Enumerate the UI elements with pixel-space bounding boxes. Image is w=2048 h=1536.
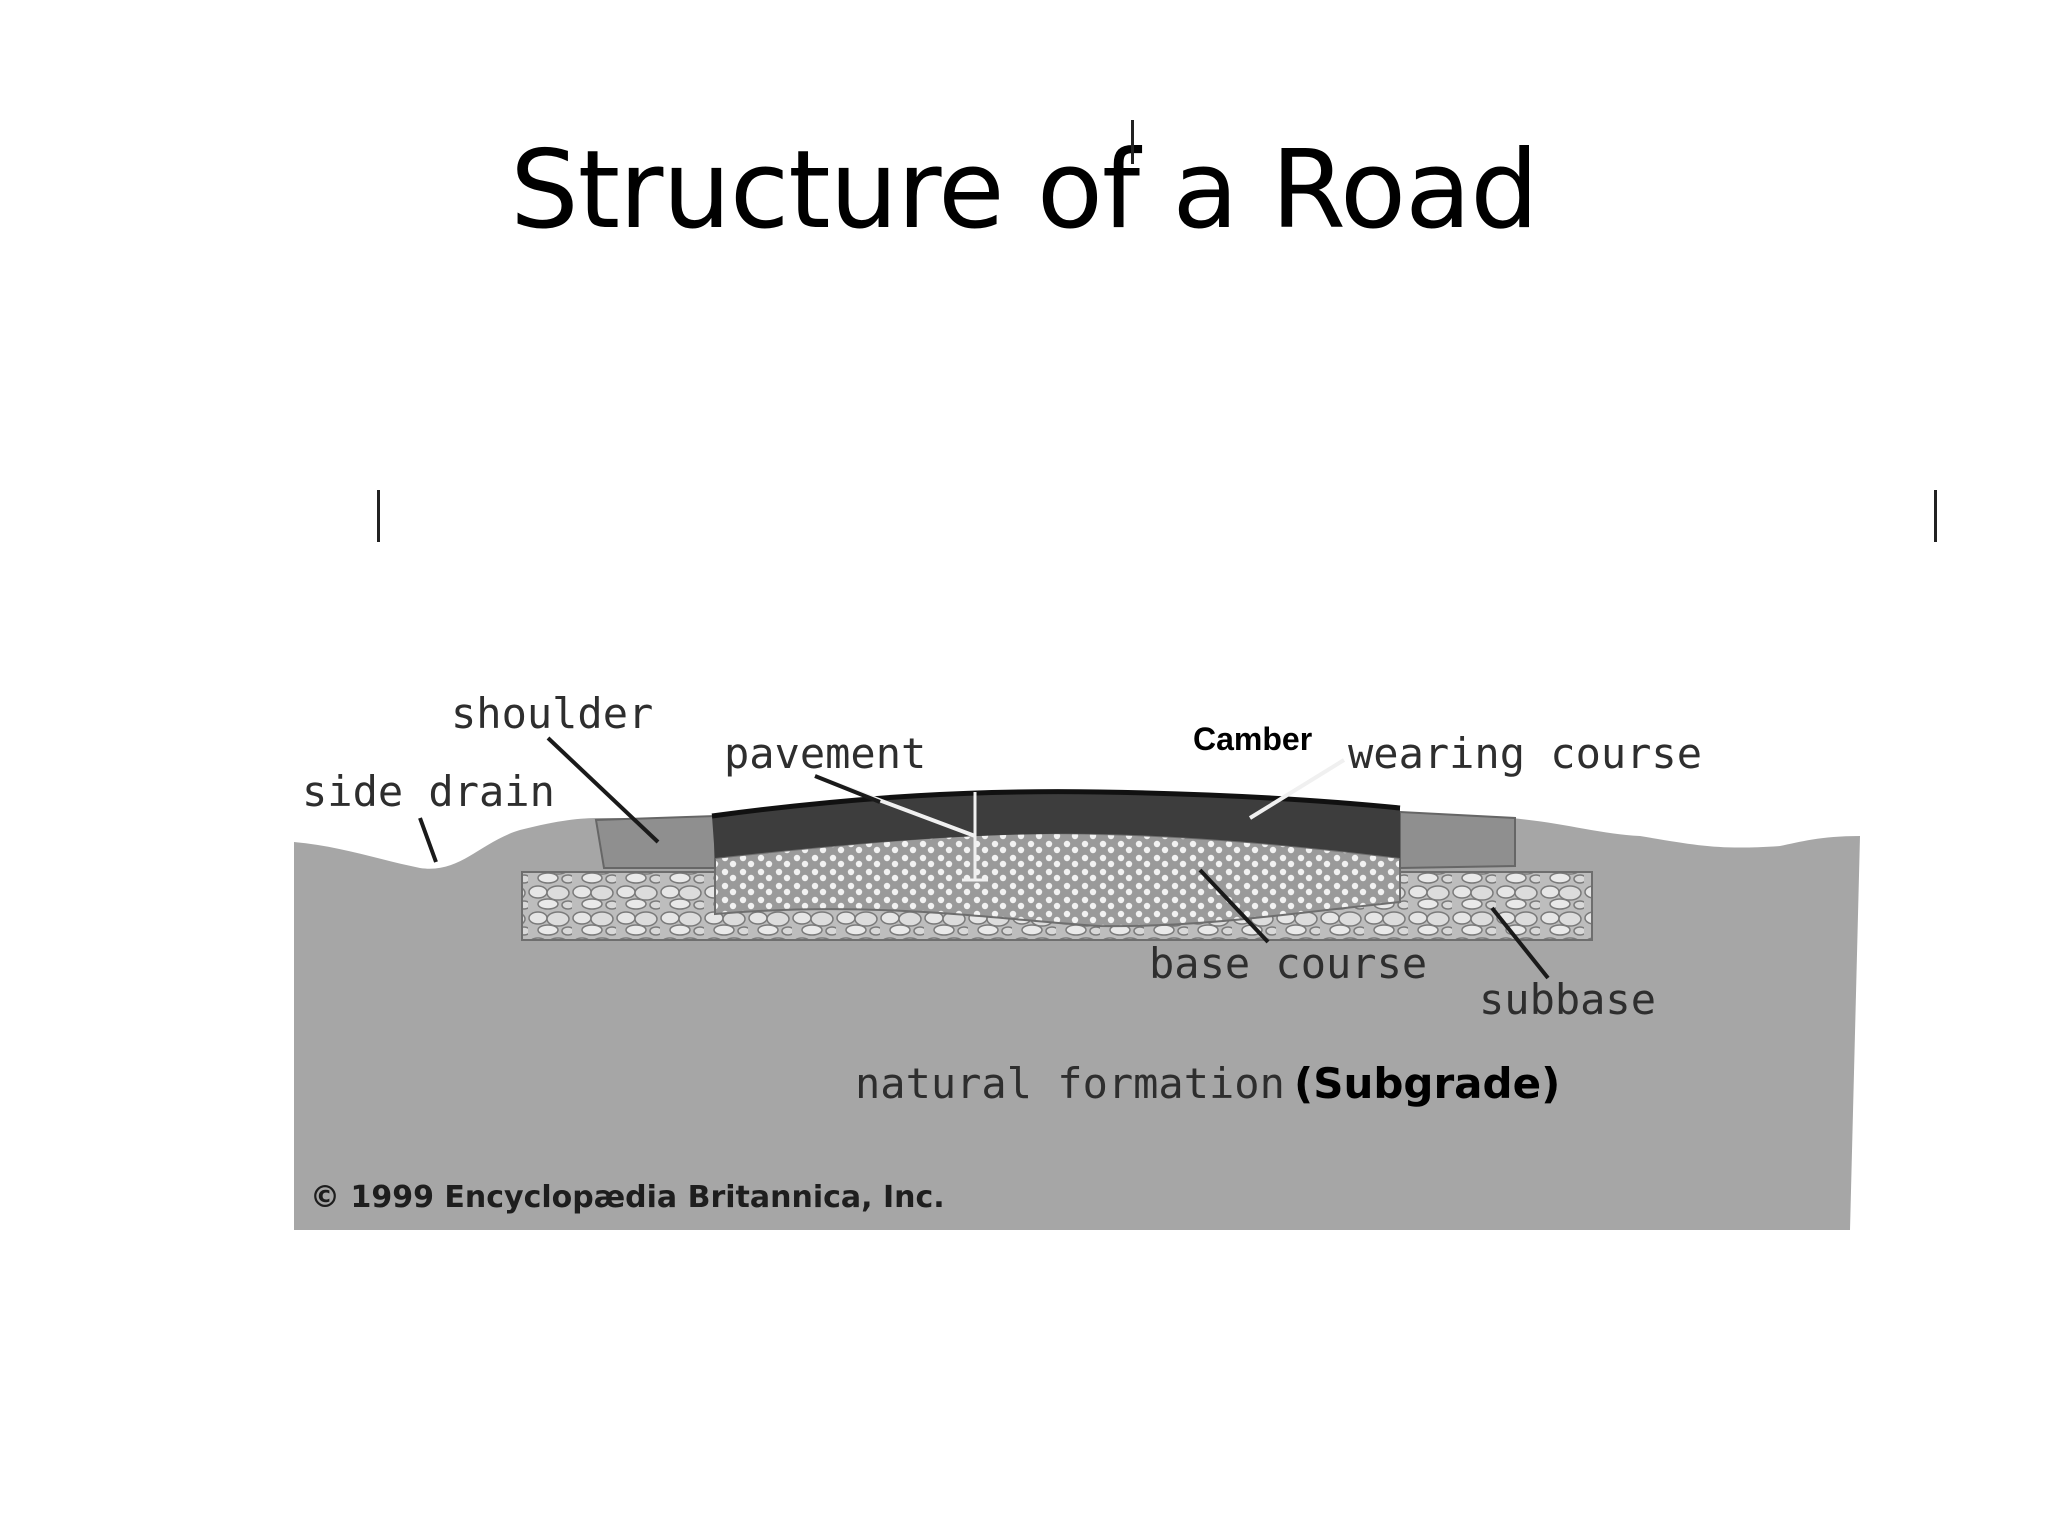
shoulder-leader (546, 736, 660, 844)
subgrade-label: (Subgrade) (1294, 1059, 1560, 1108)
copyright-notice: © 1999 Encyclopædia Britannica, Inc. (310, 1180, 945, 1215)
placeholder-edge-right (1934, 490, 1937, 542)
pavement-leader-dark (814, 774, 881, 804)
natural-formation-label: natural formation (855, 1059, 1285, 1108)
wearing-course-label: wearing course (1348, 729, 1702, 778)
base-course-label: base course (1149, 939, 1427, 988)
text-cursor-mark (1131, 120, 1134, 164)
side-drain-label: side drain (302, 767, 555, 816)
placeholder-edge-left (377, 490, 380, 542)
wearing-course-leader (1248, 758, 1346, 820)
subbase-label: subbase (1479, 975, 1656, 1024)
pavement-label: pavement (724, 729, 926, 778)
side-drain-leader (418, 817, 438, 863)
wearing-course-top-edge (711, 789, 1401, 819)
shoulder-label: shoulder (451, 689, 653, 738)
base-course-leader (1198, 868, 1270, 944)
camber-label: Camber (1193, 721, 1312, 757)
subbase-leader (1490, 906, 1550, 980)
wearing-course-layer (712, 791, 1400, 858)
slide-title[interactable]: Structure of a Road (510, 128, 1539, 253)
right-shoulder (1399, 810, 1516, 870)
